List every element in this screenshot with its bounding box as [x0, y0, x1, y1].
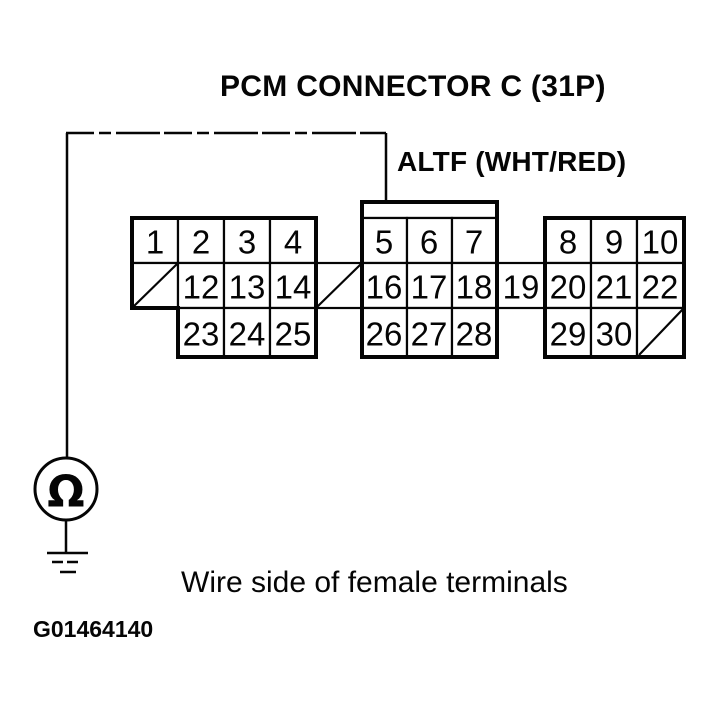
page-title: PCM CONNECTOR C (31P): [220, 70, 606, 103]
pin-16-label: 16: [366, 269, 403, 306]
pin-28-label: 28: [456, 316, 493, 353]
pin-27-label: 27: [411, 316, 448, 353]
ohm-symbol: Ω: [47, 467, 84, 518]
pin-8-label: 8: [559, 224, 577, 261]
pin-7-label: 7: [465, 224, 483, 261]
pin-30-cell: [589, 306, 639, 359]
pin-9-label: 9: [605, 224, 623, 261]
terminal-view-caption: Wire side of female terminals: [181, 566, 568, 599]
no-pin-slash-left: [132, 263, 178, 308]
pin-22-cell: [635, 261, 686, 310]
pin-14-label: 14: [275, 269, 312, 306]
pin-17-label: 17: [411, 269, 448, 306]
pin-13-cell: [222, 261, 272, 310]
no-pin-slash-right: [638, 308, 684, 356]
left-block-outline: [130, 216, 318, 359]
middle-block-outline: [360, 200, 499, 359]
pin-21-cell: [589, 261, 639, 310]
pin-2-label: 2: [192, 224, 210, 261]
pin-20-label: 20: [550, 269, 587, 306]
middle-block-housing-bar: [360, 200, 499, 220]
pin-10-label: 10: [642, 224, 679, 261]
no-pin-slash-middle: [316, 263, 362, 308]
pin-18-label: 18: [456, 269, 493, 306]
pin-30-label: 30: [596, 316, 633, 353]
pin-13-label: 13: [229, 269, 266, 306]
figure-id: G01464140: [33, 616, 154, 642]
right-block-outline: [543, 216, 686, 359]
pin-25-label: 25: [275, 316, 312, 353]
pin-5-label: 5: [375, 224, 393, 261]
pin-12-label: 12: [183, 269, 220, 306]
pin-22-label: 22: [642, 269, 679, 306]
pin-23-label: 23: [183, 316, 220, 353]
pin-24-label: 24: [229, 316, 266, 353]
pin-29-label: 29: [550, 316, 587, 353]
pin-1-label: 1: [146, 224, 164, 261]
pin-26-label: 26: [366, 316, 403, 353]
wire-color-label: ALTF (WHT/RED): [397, 146, 627, 177]
pin-6-label: 6: [420, 224, 438, 261]
pin-4-label: 4: [284, 224, 302, 261]
pin-3-label: 3: [238, 224, 256, 261]
pin-21-label: 21: [596, 269, 633, 306]
pin-19-label: 19: [503, 269, 540, 306]
